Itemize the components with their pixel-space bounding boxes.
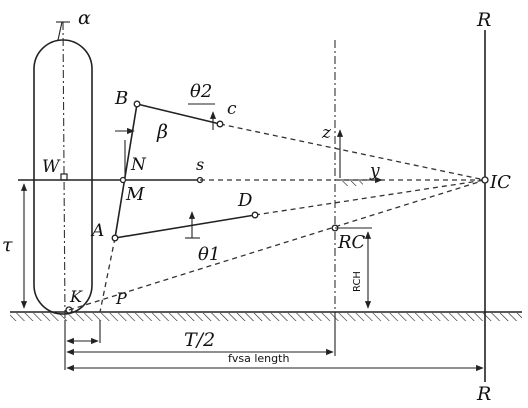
label-z: z [321, 123, 332, 143]
label-theta2: θ2 [190, 81, 212, 102]
label-fvsa-length: fvsa length [228, 352, 289, 365]
dash-c-ic [219, 123, 486, 181]
label-c: c [227, 99, 237, 119]
label-y: y [369, 161, 380, 181]
label-r-top: R [476, 9, 491, 31]
label-m: M [125, 184, 145, 205]
upper-arm [136, 103, 221, 125]
label-k: K [69, 287, 83, 306]
label-d: D [237, 190, 253, 211]
dash-d-ic [254, 179, 486, 216]
point-ic [481, 176, 489, 184]
label-beta: β [156, 121, 168, 143]
point-c [216, 120, 224, 128]
wheel [33, 21, 93, 321]
point-w-marker [60, 173, 68, 181]
label-theta1: θ1 [198, 244, 220, 265]
point-d [251, 211, 259, 219]
ground [10, 311, 522, 321]
label-a: A [90, 221, 104, 241]
label-b: B [114, 88, 128, 109]
lower-arm [114, 214, 256, 239]
point-b [133, 100, 141, 108]
label-rch: RCH [352, 271, 363, 292]
wheel-center-line [62, 21, 66, 321]
label-alpha: α [78, 7, 91, 29]
label-r-bottom: R [476, 383, 491, 405]
label-half-track: T/2 [184, 329, 215, 351]
label-p: P [115, 289, 127, 308]
point-m [119, 176, 127, 184]
label-w: W [42, 157, 61, 177]
point-a [111, 234, 119, 242]
label-s: s [196, 155, 204, 174]
label-rc: RC [337, 232, 366, 253]
label-n: N [130, 155, 147, 175]
camber-angle-line [57, 21, 63, 41]
kingpin-extension [99, 237, 116, 313]
label-ic: IC [489, 172, 511, 193]
dash-k-ic [68, 179, 486, 311]
kingpin-axis [114, 103, 138, 239]
label-tau: τ [2, 234, 13, 256]
